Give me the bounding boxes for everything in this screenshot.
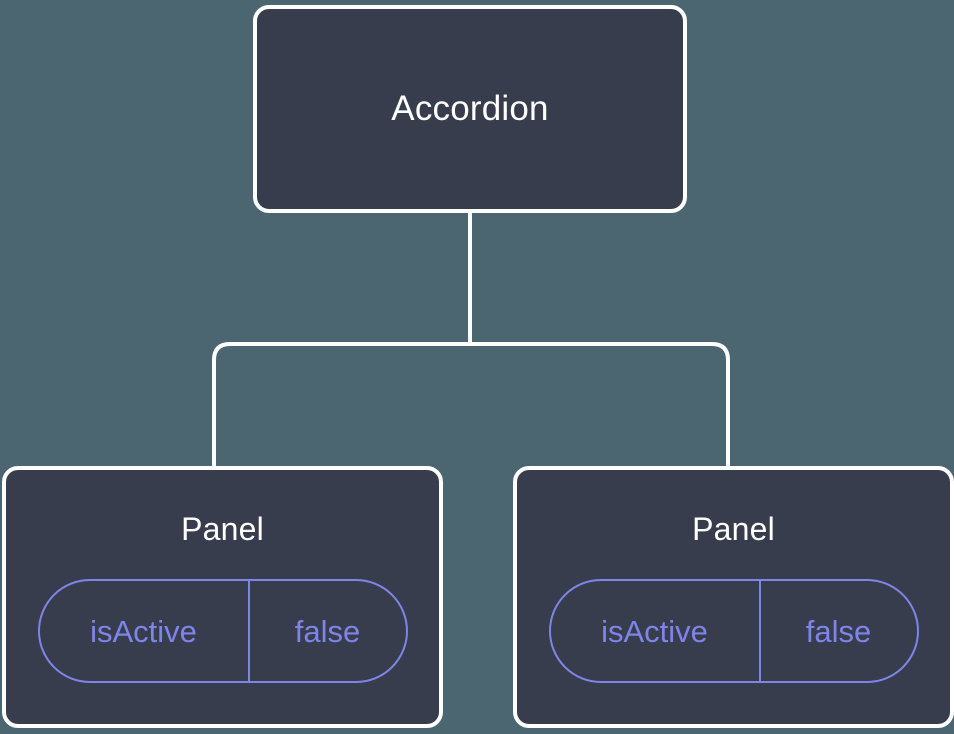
node-title: Panel [181,511,264,547]
prop-pill-isactive[interactable]: isActive false [548,579,919,684]
node-panel-1[interactable]: Panel isActive false [2,466,443,728]
prop-key: isActive [40,581,250,682]
prop-pill-isactive[interactable]: isActive false [37,579,408,684]
edge-accordion-to-panel-right [470,342,730,470]
prop-key: isActive [551,581,761,682]
node-title: Panel [692,511,775,547]
prop-value: false [805,613,872,649]
prop-value: false [294,613,361,649]
node-panel-2[interactable]: Panel isActive false [513,466,954,728]
node-accordion[interactable]: Accordion [253,5,687,213]
node-title: Accordion [391,88,549,128]
edge-accordion-to-panel-left [212,209,472,470]
